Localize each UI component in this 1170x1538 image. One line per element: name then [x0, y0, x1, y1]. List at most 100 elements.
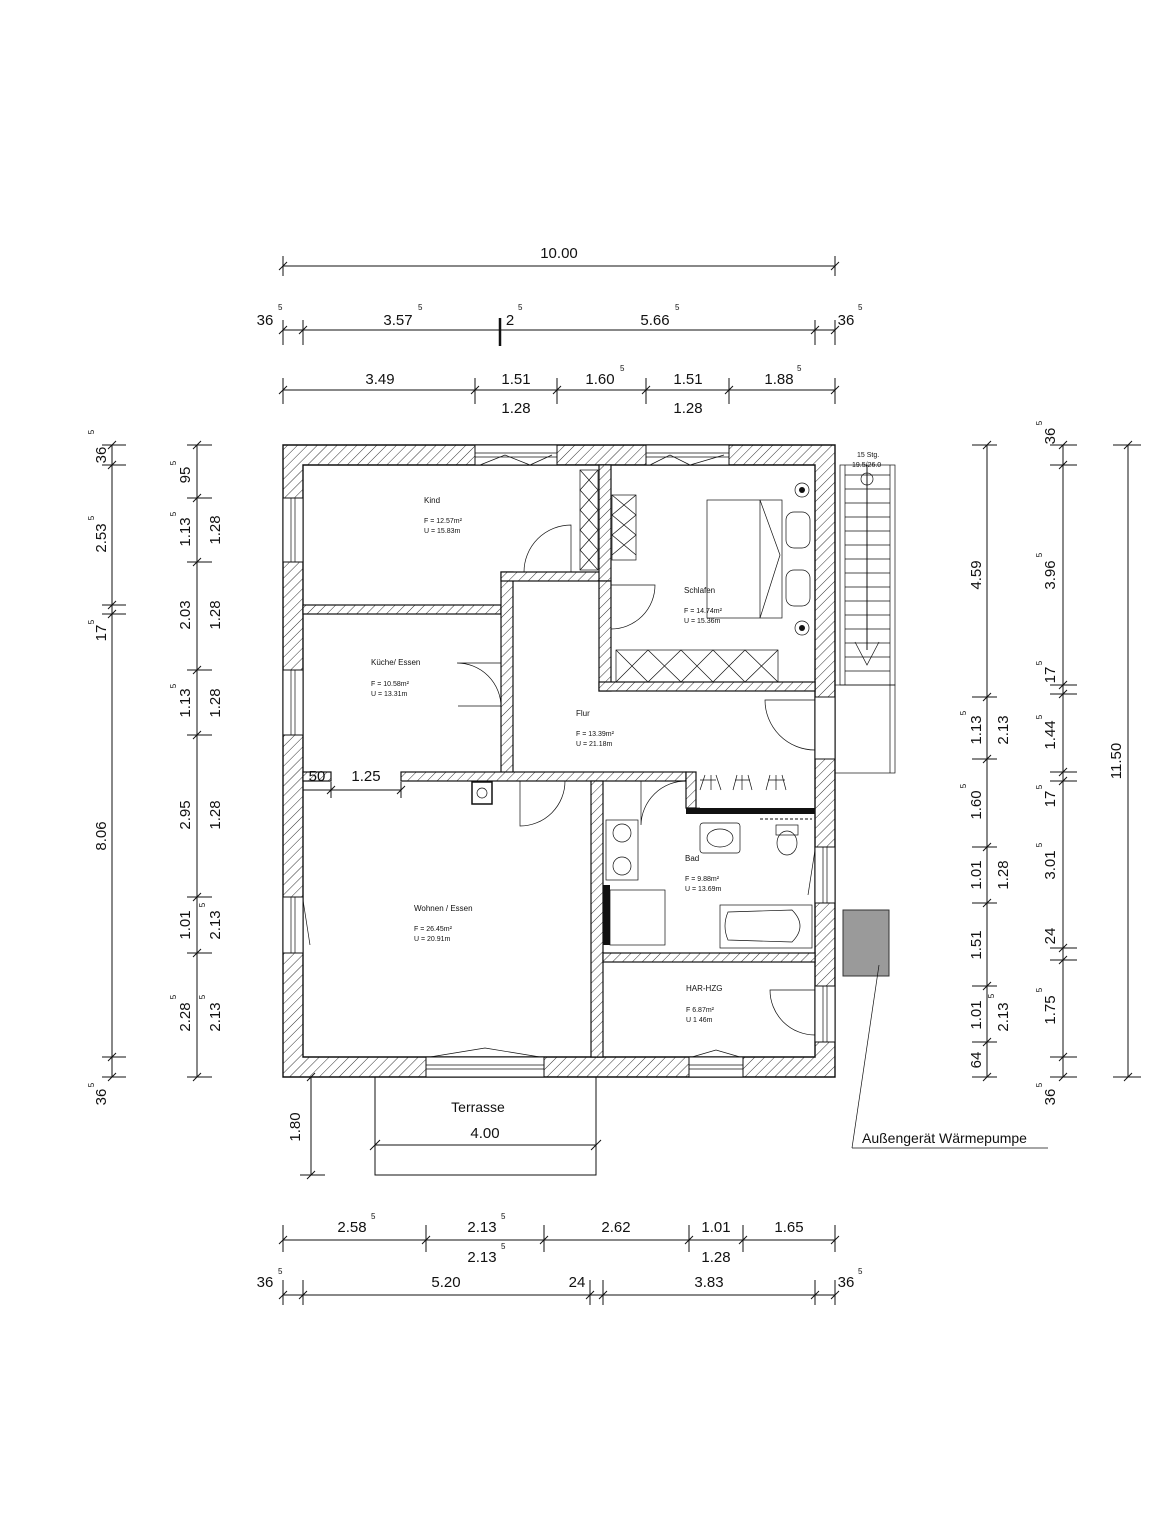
dim-left-mid-1: 1.13 [177, 517, 194, 546]
dim-bot-r2-2: 24 [569, 1274, 586, 1291]
dim-left-outer-4: 36 [93, 1089, 110, 1106]
dim-bot-r2-4: 36 [838, 1274, 855, 1291]
dim-left-inner-4: 2.13 [207, 910, 224, 939]
dim-right-c-0: 36 [1042, 428, 1059, 445]
dim-top-r2-0-sup: 5 [278, 303, 283, 312]
dim-right-c-2-sup: 5 [1035, 660, 1044, 665]
dim-right-c-7-sup: 5 [1035, 987, 1044, 992]
dim-top-r2-4-sup: 5 [858, 303, 863, 312]
dim-left-mid-3-sup: 5 [169, 683, 178, 688]
dim-right-a-1: 1.13 [968, 715, 985, 744]
room-kueche-area: F = 10.58m² [371, 681, 410, 688]
bottom-dimensions: 2.58 5 2.13 5 2.62 1.01 1.65 2.13 5 1.28… [257, 1212, 863, 1305]
dim-bot-r1-4: 1.65 [774, 1219, 803, 1236]
dim-top-r3-4-sup: 5 [797, 364, 802, 373]
dim-bot-r2-1: 5.20 [431, 1274, 460, 1291]
dim-bot-r2-3: 3.83 [694, 1274, 723, 1291]
dim-top-total: 10.00 [540, 245, 578, 262]
dim-top-r2-0: 36 [257, 312, 274, 329]
dim-right-c-5-sup: 5 [1035, 842, 1044, 847]
dim-right-c-3-sup: 5 [1035, 714, 1044, 719]
dim-bot-r1-0-sup: 5 [371, 1212, 376, 1221]
room-schlafen-area: F = 14.74m² [684, 608, 723, 615]
dim-right-c-2: 17 [1042, 667, 1059, 684]
room-schlafen-name: Schlafen [684, 586, 715, 595]
room-kueche-perimeter: U = 13.31m [371, 691, 408, 698]
dim-left-mid-2: 2.03 [177, 600, 194, 629]
room-bad-area: F = 9.88m² [685, 876, 720, 883]
dim-right-c-1-sup: 5 [1035, 552, 1044, 557]
room-wohnen-area: F = 26.45m² [414, 926, 453, 933]
dim-left-inner-4-sup: 5 [198, 902, 207, 907]
dim-left-mid-0: 95 [177, 467, 194, 484]
heat-pump-unit: Außengerät Wärmepumpe [842, 909, 1048, 1149]
doors [456, 524, 816, 1036]
dim-right-a-3: 1.01 [968, 860, 985, 889]
dim-left-outer-0: 36 [93, 447, 110, 464]
dim-top-r2-3-sup: 5 [675, 303, 680, 312]
dim-left-outer-0-sup: 5 [87, 429, 96, 434]
dim-bot-r2-4-sup: 5 [858, 1267, 863, 1276]
dim-left-outer-4-sup: 5 [87, 1082, 96, 1087]
dim-left-mid-4: 2.95 [177, 800, 194, 829]
dim-bot-r1-2: 2.62 [601, 1219, 630, 1236]
dim-right-c-8: 36 [1042, 1089, 1059, 1106]
room-flur-name: Flur [576, 709, 590, 718]
dim-top-r3-0: 3.49 [365, 371, 394, 388]
dim-bot-r2-0: 36 [257, 1274, 274, 1291]
room-kind-perimeter: U = 15.83m [424, 528, 461, 535]
furniture [471, 469, 813, 949]
dim-right-a-5: 1.01 [968, 1000, 985, 1029]
dim-bot-r1-sub-1: 1.28 [701, 1249, 730, 1266]
dim-left-mid-3: 1.13 [177, 688, 194, 717]
dim-left-outer-1-sup: 5 [87, 515, 96, 520]
dim-125: 1.25 [351, 768, 380, 785]
dim-top-r2-2-sup: 5 [518, 303, 523, 312]
dim-right-a-4: 1.51 [968, 930, 985, 959]
dim-left-mid-6-sup: 5 [169, 994, 178, 999]
dim-right-c-7: 1.75 [1042, 995, 1059, 1024]
room-har-name: HAR-HZG [686, 984, 722, 993]
terrace-label: Terrasse [451, 1099, 505, 1115]
room-kind-name: Kind [424, 496, 440, 505]
dim-bot-r1-sub-0-sup: 5 [501, 1242, 506, 1251]
dim-right-a-2-sup: 5 [959, 783, 968, 788]
dim-right-c-1: 3.96 [1042, 560, 1059, 589]
dim-top-r2-3: 5.66 [640, 312, 669, 329]
dim-top-r3-2-sup: 5 [620, 364, 625, 373]
dim-right-c-4-sup: 5 [1035, 784, 1044, 789]
dim-right-c-8-sup: 5 [1035, 1082, 1044, 1087]
dim-top-r3-1: 1.51 [501, 371, 530, 388]
dim-right-c-6: 24 [1042, 928, 1059, 945]
dim-top-r2-1-sup: 5 [418, 303, 423, 312]
dim-top-r3-2: 1.60 [585, 371, 614, 388]
dim-left-inner-2: 1.28 [207, 688, 224, 717]
dim-right-c-0-sup: 5 [1035, 420, 1044, 425]
dim-left-outer-1: 2.53 [93, 523, 110, 552]
dim-left-inner-5-sup: 5 [198, 994, 207, 999]
dim-left-inner-1: 1.28 [207, 600, 224, 629]
dim-top-r3-4: 1.88 [764, 371, 793, 388]
dim-left-inner-3: 1.28 [207, 800, 224, 829]
dim-right-c-3: 1.44 [1042, 720, 1059, 749]
dim-right-a-0: 4.59 [968, 560, 985, 589]
dim-top-r2-1: 3.57 [383, 312, 412, 329]
dim-top-r3-sub-0: 1.28 [501, 400, 530, 417]
dim-top-r3-sub-1: 1.28 [673, 400, 702, 417]
room-kueche-name: Küche/ Essen [371, 658, 420, 667]
dim-left-inner-5: 2.13 [207, 1002, 224, 1031]
dim-top-r3-3: 1.51 [673, 371, 702, 388]
dim-bot-r1-1-sup: 5 [501, 1212, 506, 1221]
interior-walls [302, 464, 816, 1058]
dim-right-a-1-sup: 5 [959, 710, 968, 715]
room-har-perimeter: U 1 46m [686, 1017, 713, 1024]
dim-right-b-2-sup: 5 [987, 993, 996, 998]
left-dimensions: 36 5 2.53 5 17 5 8.06 36 5 95 5 1.13 5 2… [87, 429, 224, 1105]
dim-right-b-1: 1.28 [995, 860, 1012, 889]
terrace-width: 4.00 [470, 1125, 499, 1142]
room-flur-area: F = 13.39m² [576, 731, 615, 738]
room-labels: Kind F = 12.57m² U = 15.83m Schlafen F =… [371, 496, 723, 1024]
room-har-area: F 6.87m² [686, 1007, 715, 1014]
dim-left-mid-5: 1.01 [177, 910, 194, 939]
